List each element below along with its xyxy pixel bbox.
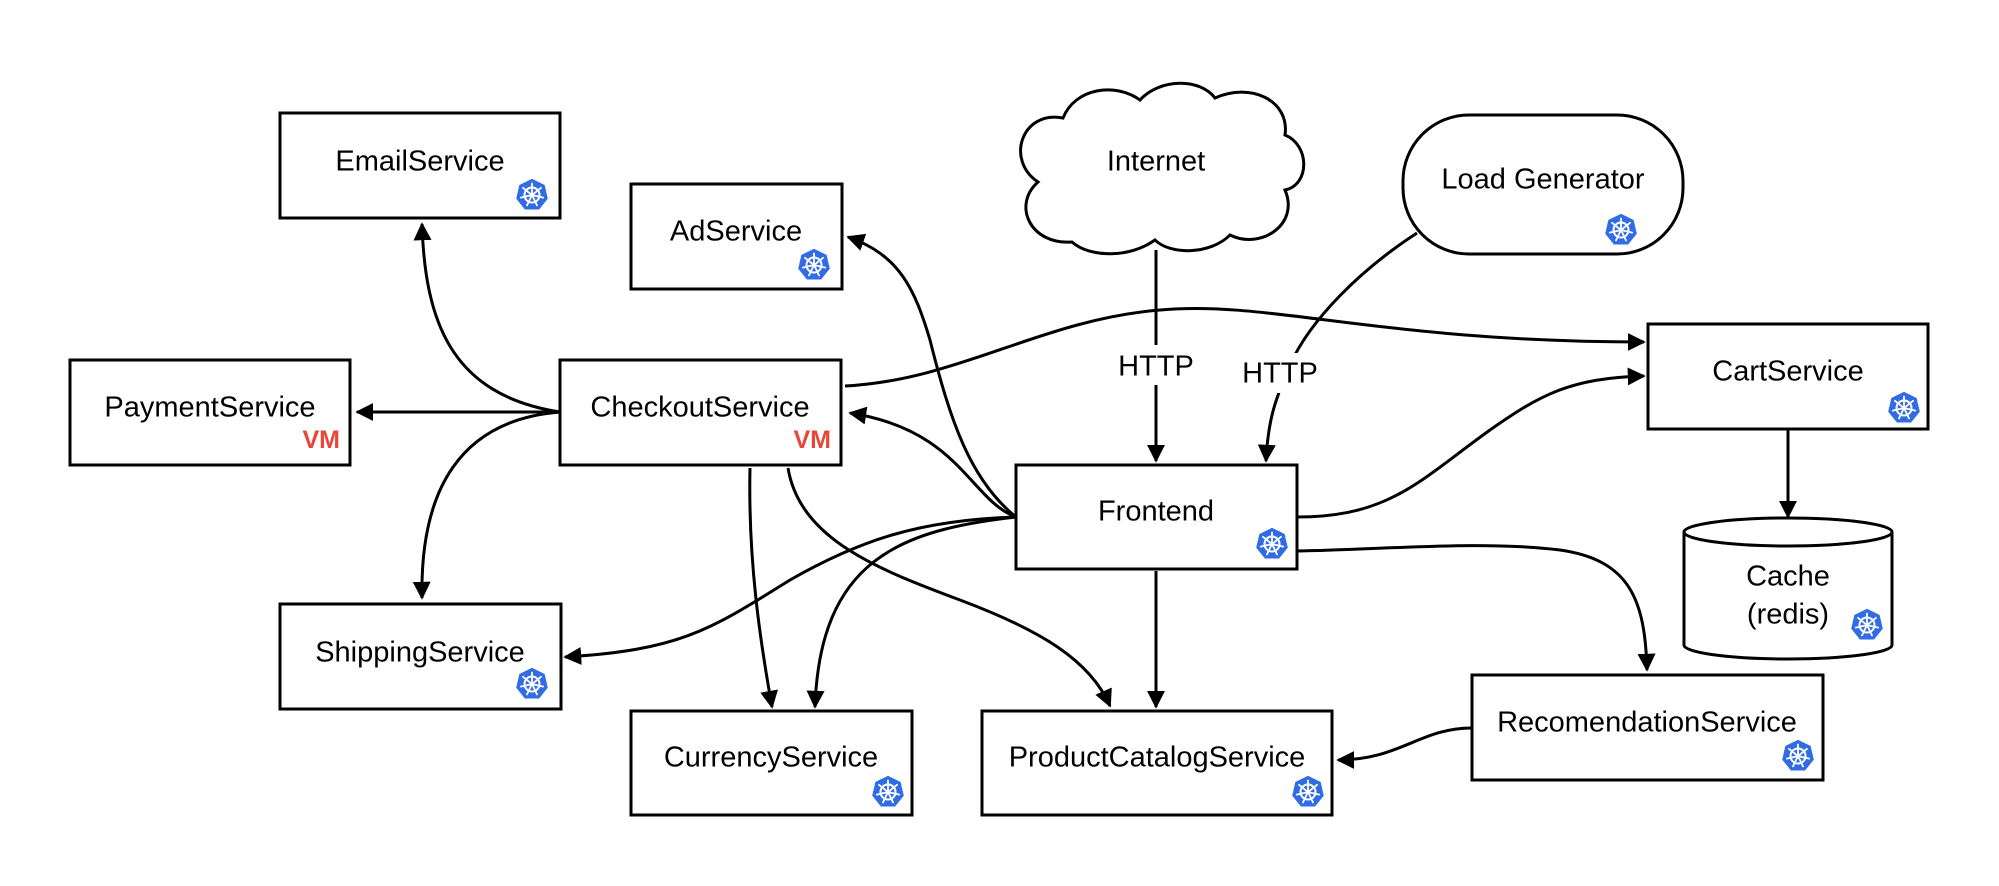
- edge-label-internet-http: HTTP: [1112, 345, 1200, 385]
- node-currency-service: CurrencyService: [629, 709, 914, 817]
- edge-checkout-to-shipping: [412, 410, 561, 600]
- edge-frontend-to-currency: [806, 515, 1017, 709]
- edge-frontend-to-ad: [846, 233, 1017, 519]
- load-generator-label: Load Generator: [1441, 164, 1644, 196]
- checkout-service-box: [558, 358, 843, 467]
- node-checkout-service: CheckoutService VM: [558, 358, 843, 467]
- cache-sub-label: (redis): [1747, 599, 1829, 631]
- edge-checkout-to-currency: [748, 467, 779, 709]
- internet-cloud-shape: [1019, 81, 1306, 256]
- node-shipping-service: ShippingService: [278, 602, 563, 711]
- internet-label: Internet: [1107, 146, 1205, 178]
- edge-checkout-to-catalog: [786, 467, 1112, 708]
- edge-label-loadgen-http: HTTP: [1236, 353, 1324, 393]
- edge-loadgen-to-frontend: [1257, 231, 1418, 463]
- kubernetes-icon: [1290, 774, 1326, 809]
- kubernetes-icon: [1780, 738, 1816, 773]
- email-service-box: [278, 111, 562, 220]
- node-email-service: EmailService: [278, 111, 562, 220]
- frontend-label: Frontend: [1098, 496, 1214, 528]
- node-cart-service: CartService: [1646, 322, 1930, 431]
- kubernetes-icon: [514, 177, 550, 212]
- cache-cylinder-top: [1682, 516, 1894, 548]
- payment-service-box: [68, 358, 352, 467]
- payment-service-label: PaymentService: [104, 392, 315, 424]
- kubernetes-icon: [1254, 526, 1290, 561]
- recommendation-service-box: [1470, 673, 1825, 782]
- currency-service-label: CurrencyService: [664, 742, 878, 774]
- cache-cylinder-body: [1682, 532, 1894, 661]
- vm-badge: VM: [303, 426, 341, 454]
- shipping-service-box: [278, 602, 563, 711]
- internet-http-label: HTTP: [1118, 351, 1194, 383]
- node-payment-service: PaymentService VM: [68, 358, 352, 467]
- kubernetes-icon: [796, 247, 832, 282]
- cart-service-box: [1646, 322, 1930, 431]
- node-frontend: Frontend: [1014, 463, 1299, 571]
- email-service-label: EmailService: [335, 146, 504, 178]
- kubernetes-icon: [1886, 390, 1922, 425]
- node-recommendation-service: RecomendationService: [1470, 673, 1825, 782]
- loadgen-http-label: HTTP: [1242, 358, 1318, 390]
- node-product-catalog-service: ProductCatalogService: [980, 709, 1334, 817]
- checkout-service-label: CheckoutService: [590, 392, 809, 424]
- edge-checkout-to-cart: [844, 307, 1646, 388]
- kubernetes-icon: [514, 666, 550, 701]
- vm-badge: VM: [794, 426, 832, 454]
- cache-label: Cache: [1746, 561, 1830, 593]
- shipping-service-label: ShippingService: [315, 637, 525, 669]
- frontend-box: [1014, 463, 1299, 571]
- edge-checkout-to-email: [413, 222, 561, 414]
- currency-service-box: [629, 709, 914, 817]
- node-cache: Cache (redis): [1682, 516, 1894, 661]
- kubernetes-icon: [1603, 212, 1639, 247]
- edge-frontend-to-cart: [1296, 367, 1646, 519]
- cart-service-label: CartService: [1712, 356, 1864, 388]
- edge-recommend-to-catalog: [1336, 726, 1473, 769]
- node-internet: Internet: [1019, 81, 1306, 256]
- product-catalog-service-label: ProductCatalogService: [1009, 742, 1306, 774]
- edge-frontend-to-recommend: [1296, 544, 1656, 672]
- kubernetes-icon: [1849, 607, 1885, 642]
- ad-service-label: AdService: [670, 216, 802, 248]
- product-catalog-service-box: [980, 709, 1334, 817]
- edge-frontend-to-shipping: [563, 515, 1017, 665]
- recommendation-service-label: RecomendationService: [1497, 707, 1797, 739]
- node-load-generator: Load Generator: [1401, 113, 1685, 256]
- edge-frontend-to-checkout: [848, 406, 1017, 519]
- kubernetes-icon: [870, 774, 906, 809]
- node-ad-service: AdService: [629, 182, 844, 291]
